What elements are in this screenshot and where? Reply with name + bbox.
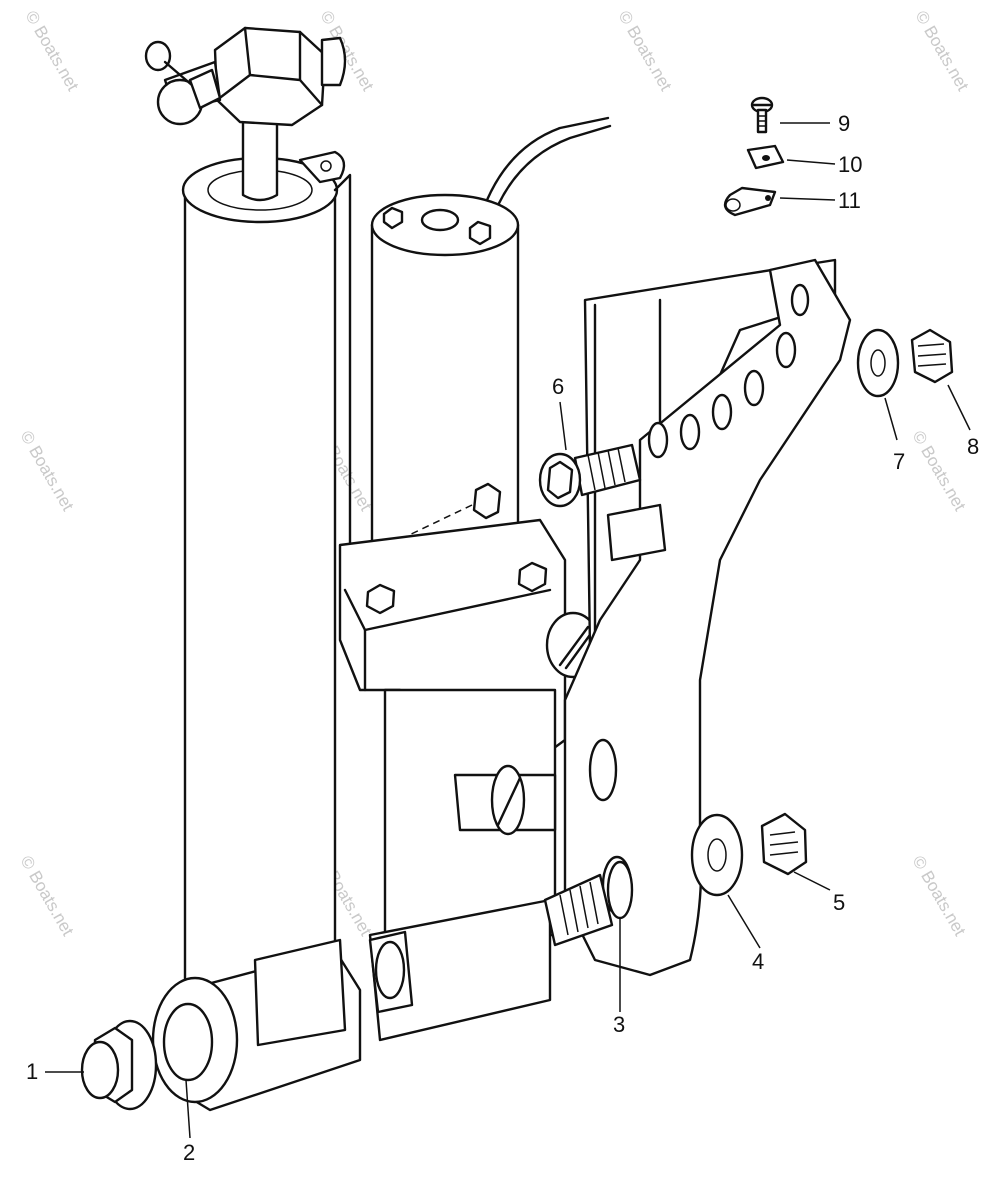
callout-7: 7 [893,449,905,474]
watermark-5: © Boats.net [17,428,78,515]
nut-8 [910,328,954,384]
watermark-4: © Boats.net [912,8,973,95]
callout-5: 5 [833,890,845,915]
callout-6: 6 [552,374,564,399]
callout-11: 11 [838,188,861,213]
callout-8: 8 [967,434,979,459]
nut-5 [760,812,808,876]
leader-lines [45,122,971,1139]
callout-10: 10 [838,152,862,177]
callout-3: 3 [613,1012,625,1037]
washer-7 [856,328,900,398]
lower-cylinder-mount [80,938,362,1112]
washer-4 [690,813,744,897]
callout-2: 2 [183,1140,195,1165]
watermark-3: © Boats.net [615,8,676,95]
watermark-12: © Boats.net [909,853,970,940]
pump-housing [338,518,601,1042]
callout-9: 9 [838,111,850,136]
clamp-11 [723,186,777,217]
clip-nut-10 [746,144,785,170]
bolt-3 [543,860,634,947]
bolt-6 [538,443,642,508]
watermark-8: © Boats.net [909,428,970,515]
screw-9 [750,96,774,134]
callout-numbers: 1 2 3 4 5 6 7 8 9 10 11 [26,111,979,1165]
watermark-1: © Boats.net [22,8,83,95]
tilt-cylinder [144,26,352,997]
callout-1: 1 [26,1059,38,1084]
watermark-9: © Boats.net [17,853,78,940]
callout-4: 4 [752,949,764,974]
trim-motor [370,116,612,577]
stern-bracket [563,258,852,977]
